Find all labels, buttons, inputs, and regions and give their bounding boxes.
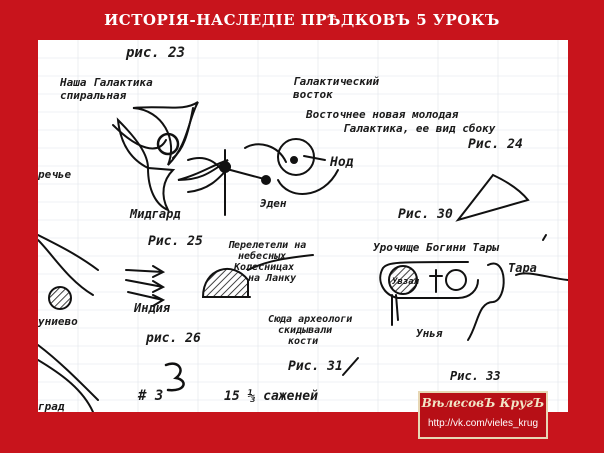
fig31-label: Рис. 31 bbox=[288, 359, 343, 374]
settlers-label-2: небесных bbox=[238, 250, 286, 262]
dome-drawing bbox=[125, 254, 314, 307]
younger-galaxy-label-1: Восточнее новая молодая bbox=[305, 108, 459, 121]
community-badge[interactable]: ВѣлесовЪ КругЪ http://vk.com/vieles_krug bbox=[418, 391, 548, 439]
strip-drawing bbox=[379, 234, 568, 341]
fan-shape-drawing bbox=[455, 173, 530, 222]
india-label: Индия bbox=[133, 301, 171, 315]
archaeologists-label-2: скидывали bbox=[278, 325, 332, 336]
our-galaxy-label-2: спиральная bbox=[60, 89, 127, 102]
unya-label: Унья bbox=[416, 327, 443, 340]
fig26-label: рис. 26 bbox=[145, 331, 201, 346]
galactic-east-label-2: восток bbox=[293, 88, 333, 101]
tara-label: Тара bbox=[508, 261, 537, 275]
slide-title: ИСТОРІЯ-НАСЛЕДІЕ ПРѢДКОВЪ 5 УРОКЪ bbox=[104, 11, 500, 29]
younger-galaxy-label-2: Галактика, ее вид сбоку bbox=[343, 122, 496, 135]
fig23-label: рис. 23 bbox=[125, 45, 185, 61]
cut-word-label: речье bbox=[38, 168, 71, 181]
settlers-label-3: Колесницах bbox=[233, 262, 294, 273]
fig33-label: Рис. 33 bbox=[450, 369, 501, 383]
tract-label: Урочище Богини Тары bbox=[373, 241, 500, 254]
three-sign-drawing bbox=[164, 362, 185, 392]
spiral-galaxy-drawing bbox=[112, 101, 287, 216]
our-galaxy-label-1: Наша Галактика bbox=[59, 76, 153, 89]
left-edge-strokes bbox=[38, 234, 99, 412]
fig30-label: Рис. 30 bbox=[398, 207, 453, 222]
settlers-label-4: на Ланку bbox=[248, 273, 297, 284]
badge-url-link[interactable]: http://vk.com/vieles_krug bbox=[427, 418, 539, 429]
archaeologists-label-3: кости bbox=[288, 336, 318, 347]
fig26-sign: # З bbox=[137, 388, 163, 404]
fig24-label: Рис. 24 bbox=[468, 137, 523, 152]
midgard-label: Мидгард bbox=[129, 207, 181, 221]
hand-drawn-diagrams: рис. 23 Наша Галактика спиральная Галакт… bbox=[38, 40, 568, 412]
vezal-label: Увзал bbox=[392, 277, 420, 287]
fig25-label: Рис. 25 bbox=[148, 234, 203, 249]
settlers-label-1: Перелетели на bbox=[228, 240, 306, 251]
cut-word-label-2: униево bbox=[38, 315, 78, 328]
squiggle-drawing bbox=[342, 357, 359, 376]
notebook-sheet: рис. 23 Наша Галактика спиральная Галакт… bbox=[38, 40, 568, 412]
sazhen-label: 15 ⅓ саженей bbox=[224, 389, 318, 404]
galactic-east-label-1: Галактический bbox=[293, 75, 379, 88]
nod-label: Нод bbox=[329, 155, 354, 170]
archaeologists-label-1: Сюда археологи bbox=[268, 314, 352, 325]
side-galaxy-drawing bbox=[277, 138, 339, 195]
cut-word-label-3: град bbox=[38, 400, 65, 412]
eden-label: Эден bbox=[260, 197, 287, 210]
badge-title: ВѣлесовЪ КругЪ bbox=[421, 396, 545, 410]
